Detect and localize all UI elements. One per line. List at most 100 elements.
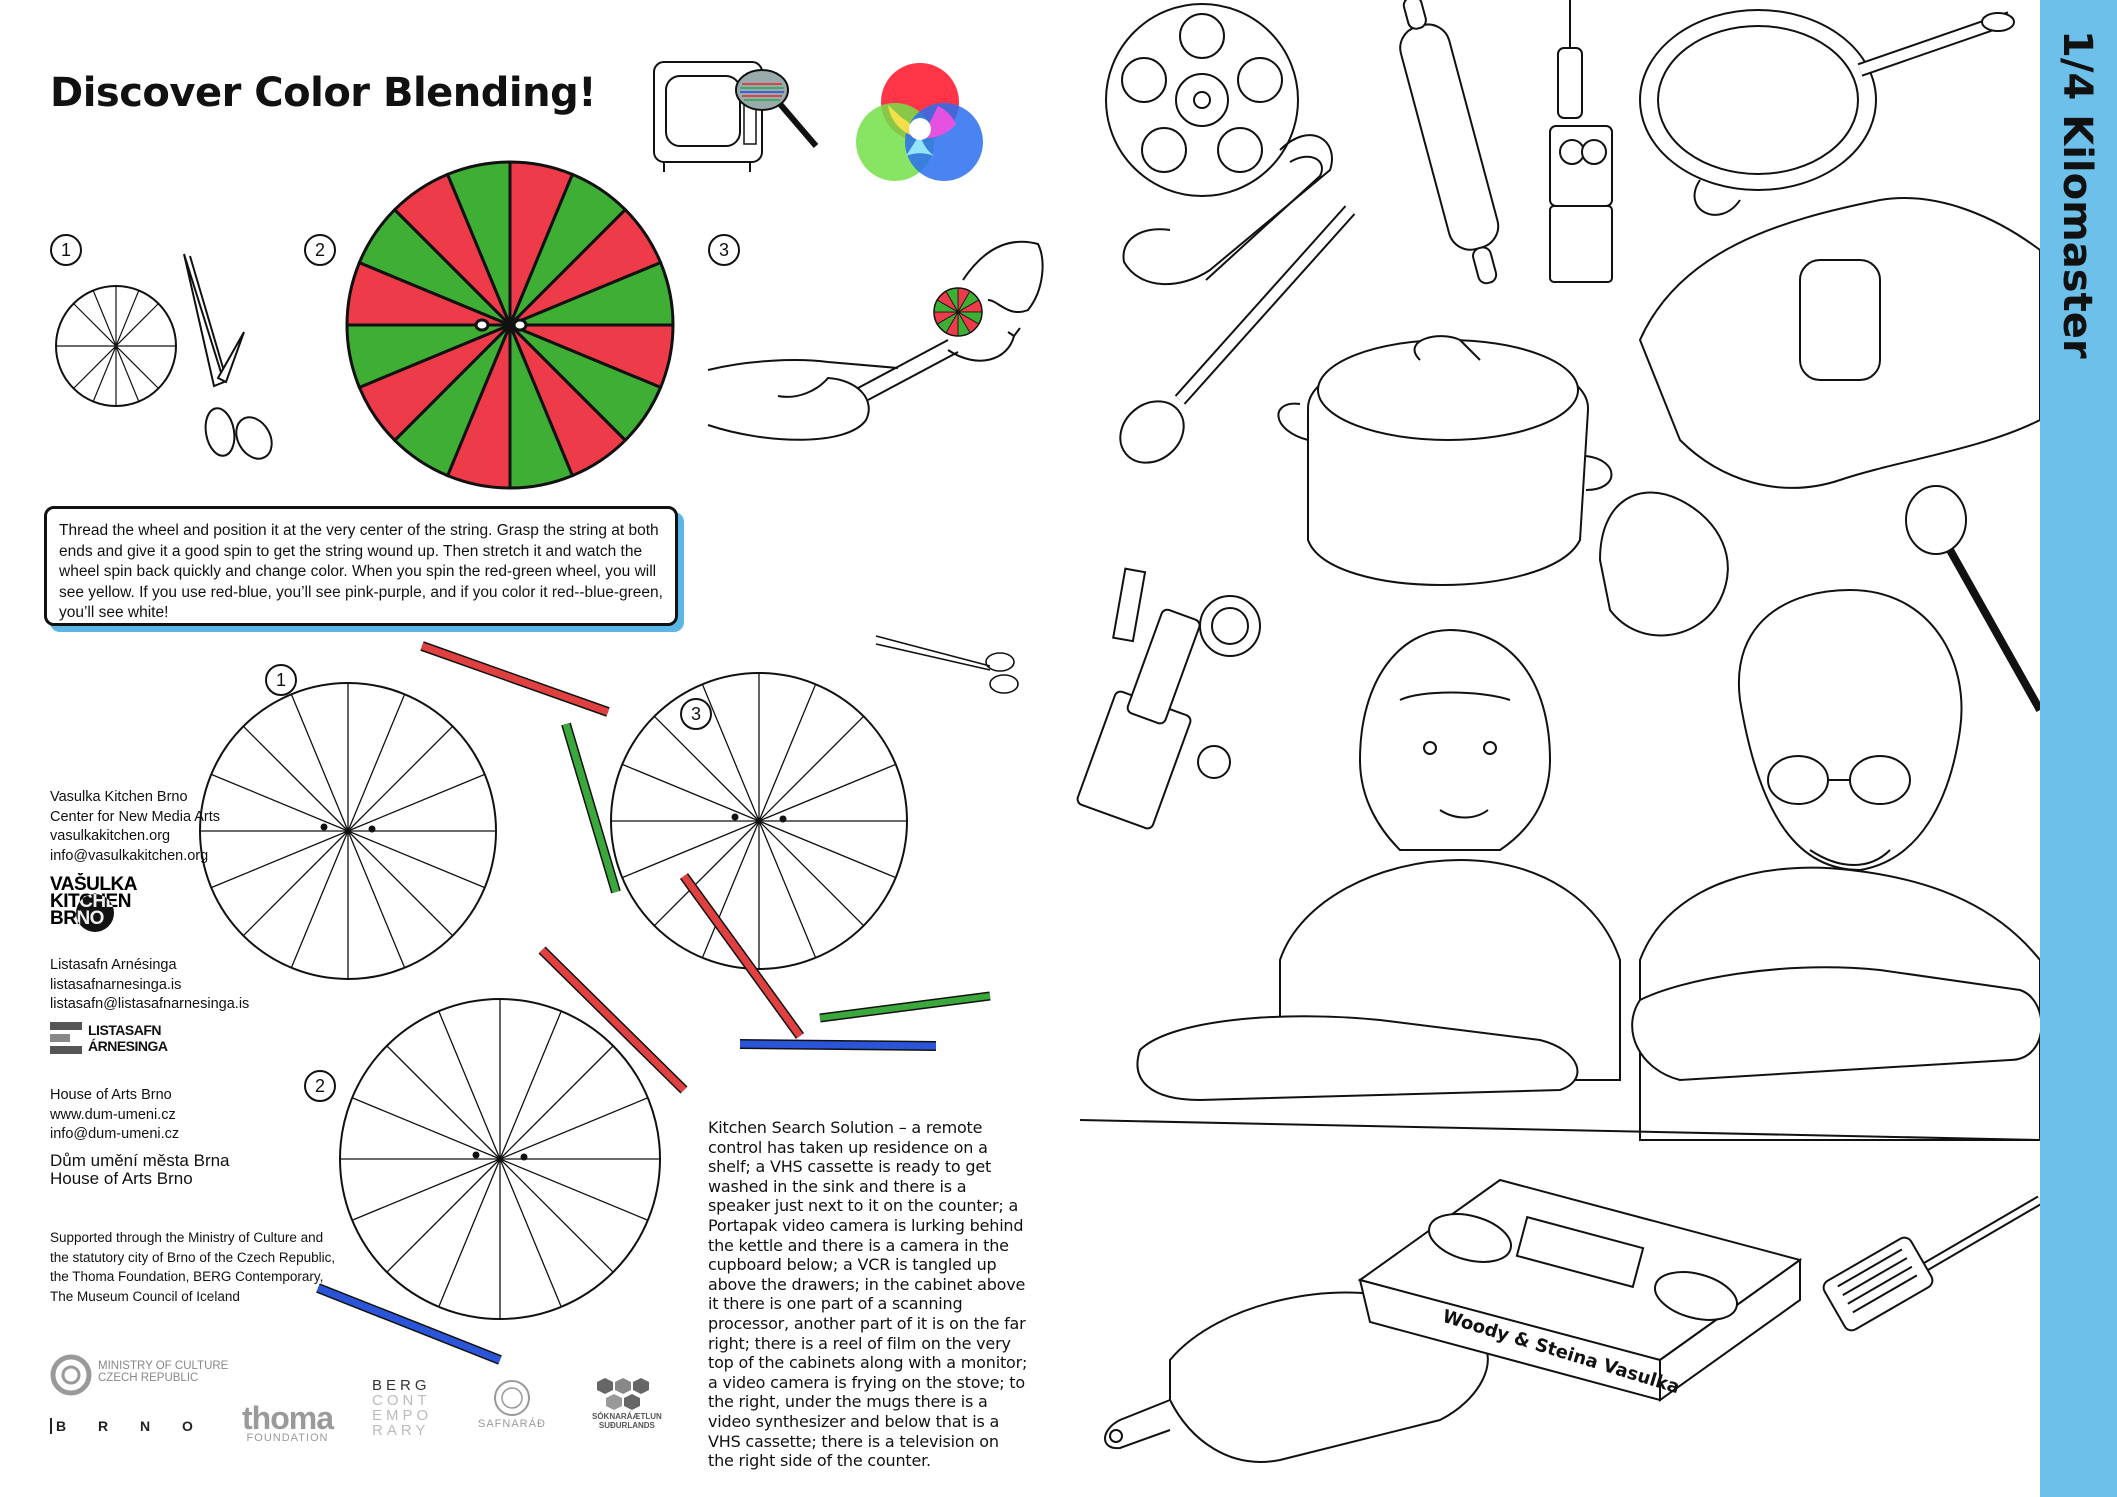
wheel-divider	[499, 1158, 614, 1273]
wheel-divider	[347, 725, 454, 832]
wheel-divider	[386, 1158, 501, 1273]
blank-wheel-2	[339, 998, 661, 1320]
wheel-divider	[347, 830, 406, 968]
wheel-divider	[499, 1097, 649, 1160]
wheel-divider	[290, 830, 349, 968]
kitchen-search-text: Kitchen Search Solution – a remote contr…	[708, 1118, 1028, 1471]
vasulka-kitchen-logo: VAŠULKA KITCHEN BRNO	[50, 875, 160, 938]
safnarad-logo: SAFNARÁÐ	[478, 1378, 546, 1430]
instructions-box: Thread the wheel and position it at the …	[44, 506, 678, 626]
listasafn-email[interactable]: listasafn@listasafnarnesinga.is	[50, 996, 250, 1012]
listasafn-logo: LISTASAFN ÁRNESINGA	[50, 1022, 170, 1056]
dum-name: House of Arts Brno	[50, 1087, 172, 1103]
listasafn-website[interactable]: listasafnarnesinga.is	[50, 976, 182, 993]
wheel-divider	[347, 830, 485, 889]
wheel-divider	[347, 694, 406, 832]
wheel-divider	[438, 1158, 501, 1308]
wheel-divider	[499, 1158, 562, 1308]
wheel-divider	[386, 1045, 501, 1160]
dum-contact: House of Arts Brno www.dum-umeni.cz info…	[50, 1086, 179, 1145]
step-2-marker: 2	[304, 234, 336, 266]
dum-email[interactable]: info@dum-umeni.cz	[50, 1126, 180, 1142]
wheel-divider	[622, 820, 760, 879]
wooden-spoon-icon	[1119, 205, 1356, 464]
man-illustration	[1631, 588, 2043, 1141]
scissors-icon	[875, 635, 1019, 694]
supporters-text: Supported through the Ministry of Cultur…	[50, 1230, 336, 1304]
blank-wheel-3	[610, 672, 908, 970]
sidebar-title: 1/4 Kilomaster	[2054, 30, 2100, 359]
wheel-divider	[347, 830, 454, 937]
wheel-hole-dot	[472, 1151, 480, 1159]
wheel-1-marker: 1	[265, 664, 297, 696]
wheel-divider	[211, 773, 349, 832]
film-reel-icon	[1105, 3, 1333, 286]
vasulka-kitchen-line-art	[1076, 0, 2044, 1463]
tv-scanline-illustration	[653, 61, 819, 172]
wheel-divider	[653, 715, 760, 822]
red-pencil-top	[420, 641, 610, 717]
coloring-wheels-area	[199, 635, 1019, 1365]
spatula-icon	[1822, 1195, 2043, 1332]
video-camera-icon	[1076, 567, 1261, 830]
mini-spinning-wheel	[933, 287, 983, 337]
wheel-divider	[242, 725, 349, 832]
green-pencil-lower	[819, 991, 991, 1023]
wheel-2-marker: 2	[304, 1070, 336, 1102]
ladle-icon	[1905, 485, 2044, 712]
wheel-divider	[758, 763, 896, 822]
wheel-divider	[758, 820, 896, 879]
wheel-divider	[290, 694, 349, 832]
sidebar-stripe: 1/4 Kilomaster	[2040, 0, 2117, 1497]
red-green-color-wheel	[345, 160, 675, 490]
brno-logo: B R N O	[50, 1418, 207, 1434]
wheel-divider	[701, 684, 760, 822]
wheel-divider	[758, 684, 817, 822]
upside-down-person-illustration	[1598, 197, 2041, 637]
wheel-divider	[347, 773, 485, 832]
vasulka-contact: Vasulka Kitchen Brno Center for New Medi…	[50, 788, 220, 866]
wheel-hole-dot	[368, 825, 376, 833]
hanging-camera-icon	[1549, 0, 1613, 283]
wheel-hole-dot	[731, 813, 739, 821]
red-pencil-lower	[538, 946, 688, 1094]
vasulka-email[interactable]: info@vasulkakitchen.org	[50, 847, 209, 864]
wheel-divider	[499, 1010, 562, 1160]
wheel-divider	[758, 715, 865, 822]
page-title: Discover Color Blending!	[50, 70, 596, 116]
blue-pencil-lower	[739, 1039, 937, 1051]
wheel-string-hole	[474, 318, 490, 332]
wheel-divider	[622, 763, 760, 822]
rgb-venn-diagram	[856, 63, 983, 181]
wheel-divider	[211, 830, 349, 889]
listasafn-contact: Listasafn Arnésinga listasafnarnesinga.i…	[50, 956, 249, 1015]
vasulka-subtitle: Center for New Media Arts	[50, 808, 221, 825]
listasafn-name: Listasafn Arnésinga	[50, 957, 177, 973]
cutting-board-icon	[1104, 1291, 1489, 1463]
red-pencil-middle	[679, 873, 805, 1039]
wheel-divider	[701, 820, 760, 958]
wheel-hole-dot	[520, 1153, 528, 1161]
wheel-hole-dot	[779, 815, 787, 823]
wheel-divider	[758, 820, 817, 958]
scissors-icon	[183, 253, 273, 460]
vasulka-website[interactable]: vasulkakitchen.org	[50, 828, 171, 844]
hands-spinning-wheel-illustration	[707, 240, 1044, 441]
cooking-pot-icon	[1277, 335, 1613, 586]
step-3-marker: 3	[708, 234, 740, 266]
wheel-hole-dot	[320, 823, 328, 831]
wheel-sector	[445, 160, 512, 326]
wheel-divider	[499, 1158, 649, 1221]
step-1-marker: 1	[50, 234, 82, 266]
blue-pencil-bottom	[316, 1283, 502, 1365]
berg-logo: BERG CONT EMPO RARY	[372, 1377, 433, 1439]
wheel-divider	[499, 1045, 614, 1160]
green-pencil	[561, 722, 621, 894]
wheel-3-marker: 3	[680, 698, 712, 730]
rolling-pin-icon	[1399, 0, 1500, 285]
small-blank-wheel-with-scissors	[55, 253, 273, 460]
dum-website[interactable]: www.dum-umeni.cz	[50, 1106, 176, 1123]
wheel-string-hole	[512, 318, 528, 332]
wheel-divider	[653, 820, 760, 927]
